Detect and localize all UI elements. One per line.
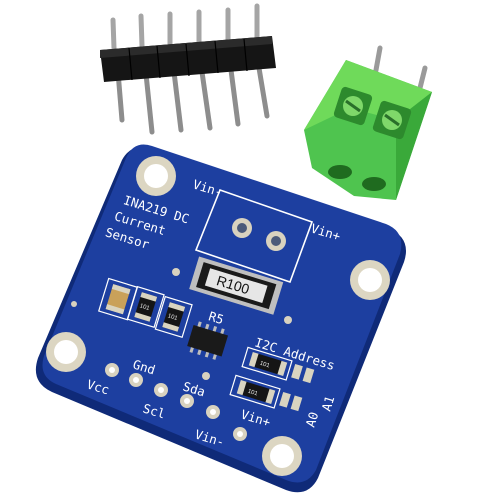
chip-ref: R5 [207,308,226,327]
addr-a0-label: A0 [303,410,322,429]
pin-label-scl: Scl [141,401,167,422]
address-jumpers: 101 101 [229,346,315,412]
addr-a1-label: A1 [319,394,338,413]
terminal-footprint [194,188,314,284]
pin-label-gnd: Gnd [131,357,157,378]
smd-label-2: 101 [167,313,179,322]
ina219-breakout-board: INA219 DC Current Sensor Vin- Vin+ R100 [35,144,406,493]
smd-components-left: 101 101 [98,277,193,339]
header-pads [105,363,247,441]
pin-label-vcc: Vcc [85,377,111,398]
pin-label-sda: Sda [181,379,207,400]
ina219-chip: R5 [187,308,229,360]
screw-terminal-block [304,45,432,200]
smd-label-1: 101 [139,303,151,312]
smd-label-4: 101 [247,389,259,398]
pin-header [100,3,276,135]
mounting-holes [46,156,390,476]
shunt-resistor: R100 [189,256,284,315]
smd-label-3: 101 [259,361,271,370]
